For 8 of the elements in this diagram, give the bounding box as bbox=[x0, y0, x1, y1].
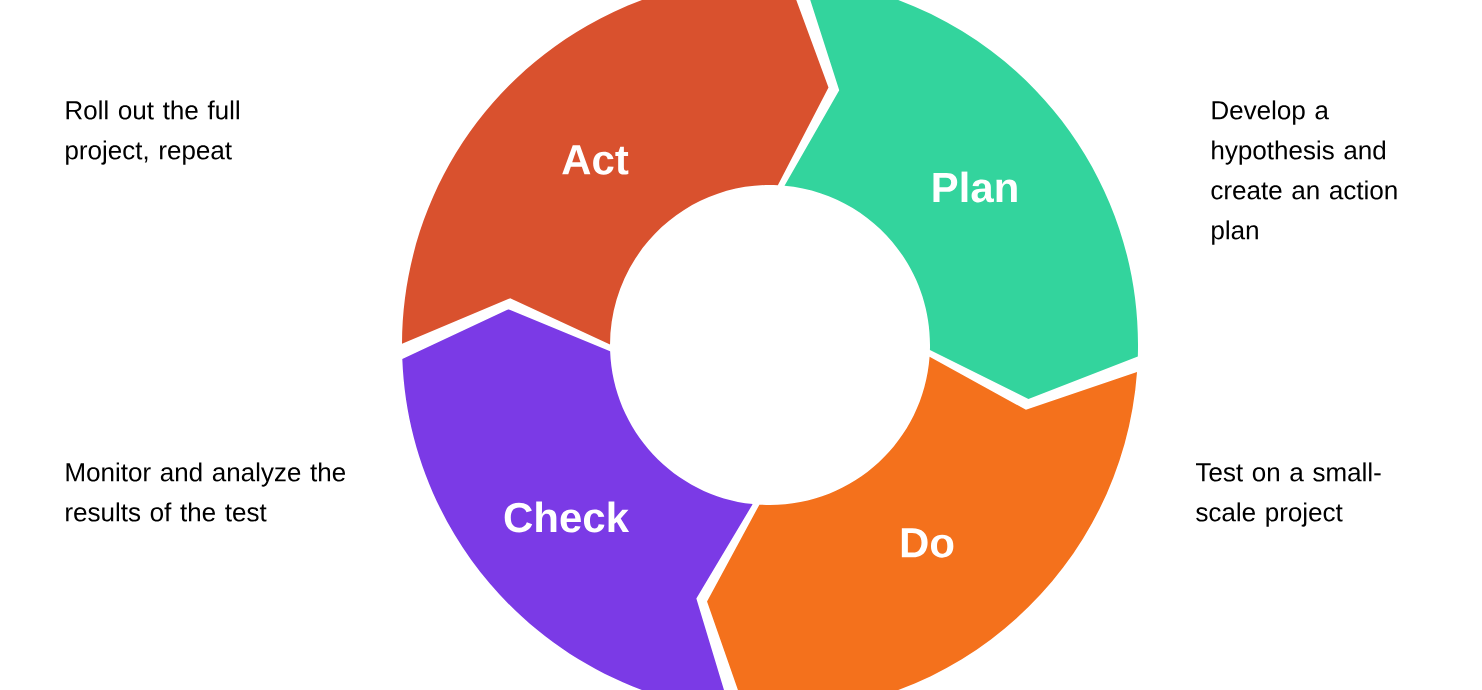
arrow-segment: Check bbox=[402, 309, 753, 690]
arrow-segment: Plan bbox=[784, 0, 1138, 399]
description-text: Roll out the full project, repeat bbox=[66, 100, 239, 165]
description-text: Monitor and analyze the results of the test bbox=[66, 462, 345, 522]
arrow-segment: Act bbox=[402, 0, 829, 345]
description-text: Develop a hypothesis and create an action plan bbox=[1211, 100, 1397, 245]
arrow-segment: Do bbox=[707, 356, 1138, 690]
description-text: Test on a small-scale project bbox=[1196, 462, 1381, 527]
